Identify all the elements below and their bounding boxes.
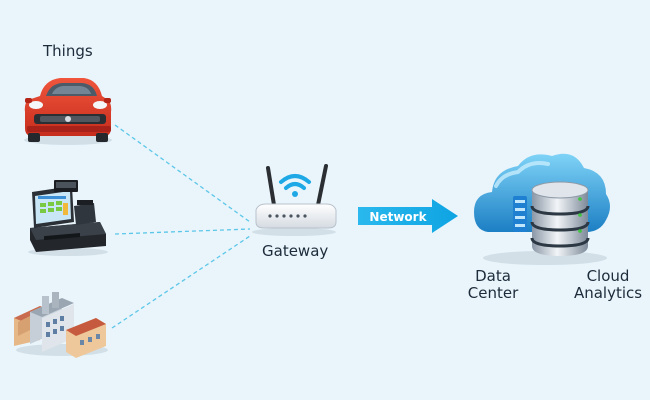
data-center-label-line2: Center [467,284,519,302]
connector-car-gateway [114,124,251,223]
network-arrow [358,199,458,233]
connectors [111,124,251,329]
things-label: Things [43,42,93,60]
connector-register-gateway [114,228,251,235]
data-center-label: Data Center [462,268,524,302]
cloud-analytics-label-line2: Analytics [573,284,643,302]
cloud-analytics-label-line1: Cloud [586,267,630,285]
cloud-analytics-label: Cloud Analytics [571,268,645,302]
wifi-icon [279,174,311,197]
connector-factory-gateway [111,235,251,329]
gateway-label: Gateway [262,242,329,260]
cash-register-icon [28,180,108,256]
database-icon [513,181,590,256]
factory-icon [14,292,108,358]
network-label: Network [369,210,427,224]
gateway-router-icon [252,164,337,236]
car-icon [24,78,112,145]
data-center-label-line1: Data [475,267,511,285]
